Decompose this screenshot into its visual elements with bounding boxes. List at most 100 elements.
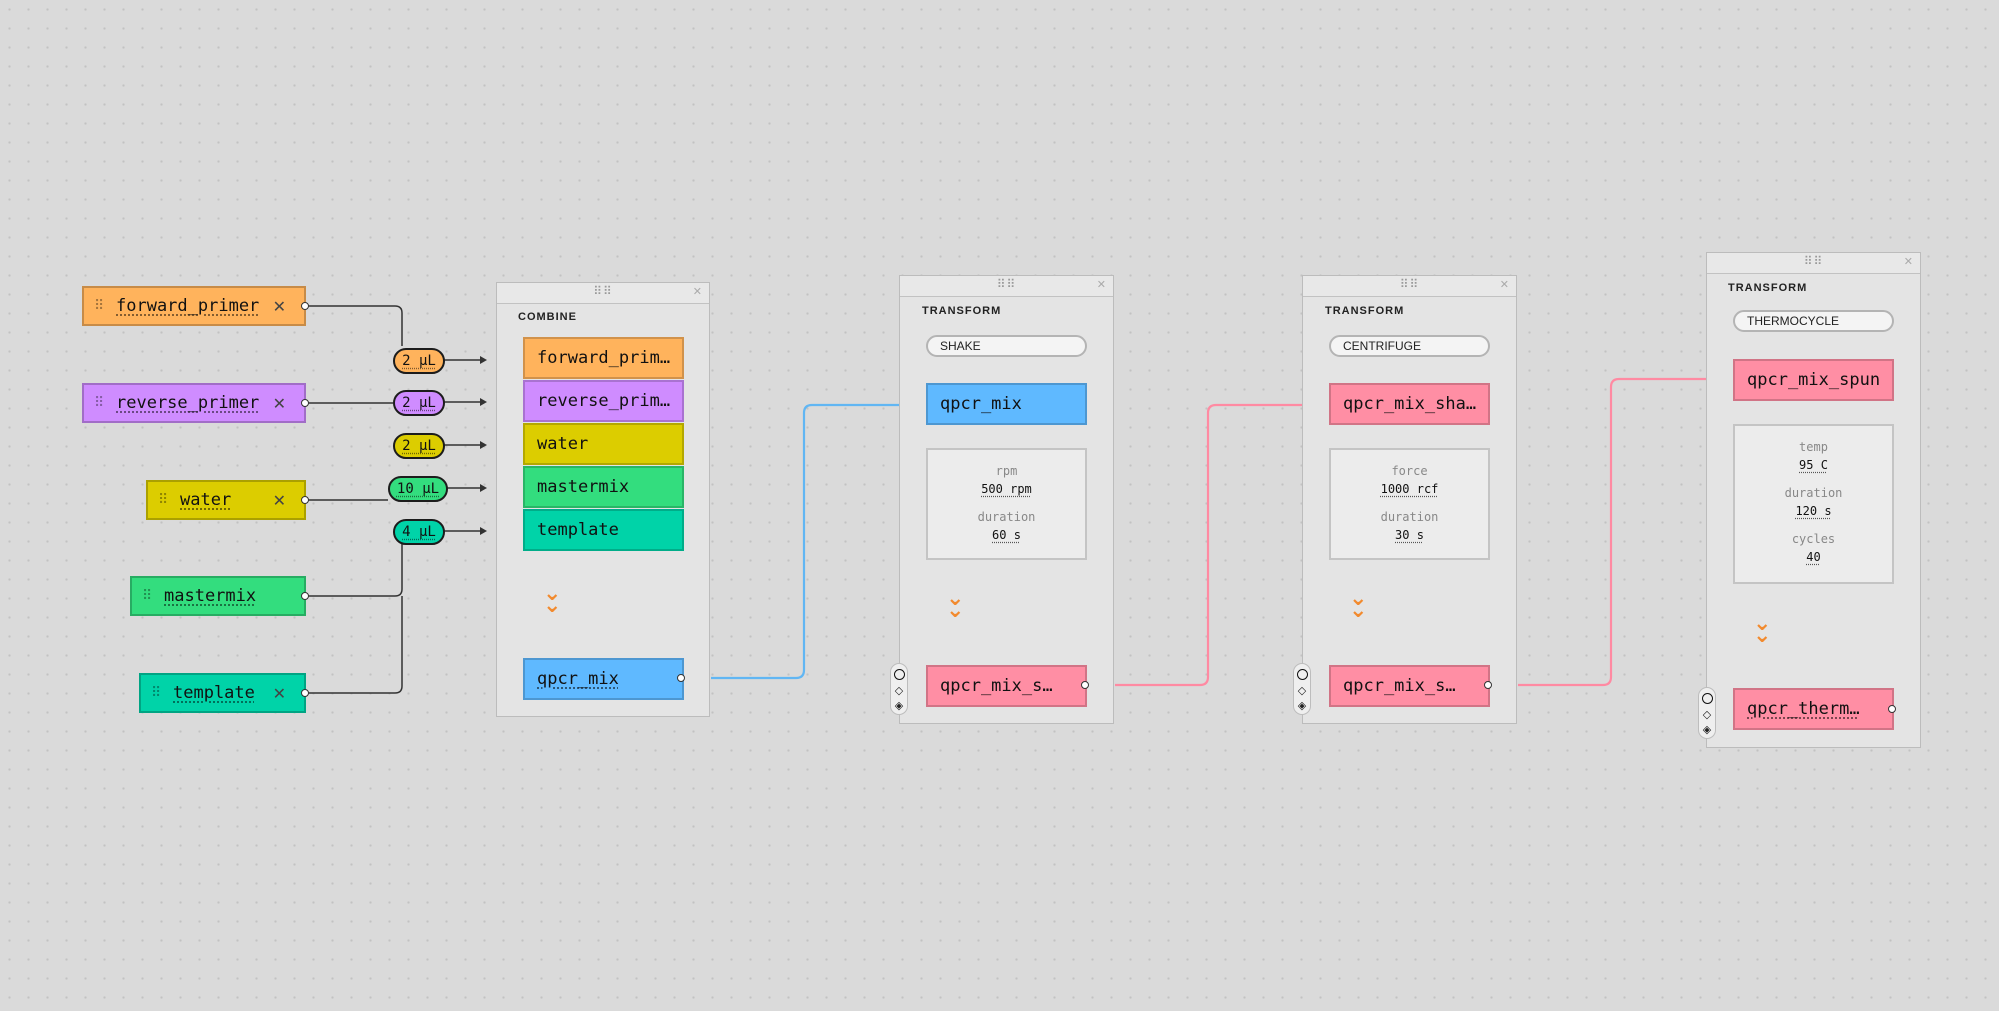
amount-value: 2 µL xyxy=(402,395,436,411)
combine-panel[interactable]: ⠿⠿ ✕ COMBINE forward_prim… reverse_prim…… xyxy=(496,282,710,717)
combine-item-template[interactable]: template xyxy=(523,509,684,551)
operation-selector[interactable]: THERMOCYCLE xyxy=(1733,310,1894,332)
diamond-icon[interactable]: ◇ xyxy=(894,684,904,697)
arrow-icon xyxy=(480,398,487,406)
param-label: temp xyxy=(1799,440,1828,454)
transform-output[interactable]: qpcr_therm… xyxy=(1733,688,1894,730)
ingredient-label[interactable]: template xyxy=(173,683,255,703)
amount-value: 10 µL xyxy=(396,481,440,497)
ingredient-node-water[interactable]: ⠿ water ✕ xyxy=(146,480,306,520)
transform-input[interactable]: qpcr_mix xyxy=(926,383,1087,425)
close-icon[interactable]: ✕ xyxy=(692,285,702,298)
close-icon[interactable]: ✕ xyxy=(1499,278,1509,291)
transform-panel-thermocycle[interactable]: ⠿⠿ ✕ TRANSFORM THERMOCYCLE qpcr_mix_spun… xyxy=(1706,252,1921,748)
combine-output[interactable]: qpcr_mix xyxy=(523,658,684,700)
arrow-icon xyxy=(480,356,487,364)
arrow-icon xyxy=(480,441,487,449)
drag-handle-icon[interactable]: ⠿ xyxy=(158,492,168,508)
drag-handle-icon[interactable]: ⠿⠿ xyxy=(996,277,1017,291)
node-toolbar[interactable]: ◇ ◈ xyxy=(1698,687,1716,739)
diamond-dot-icon[interactable]: ◈ xyxy=(894,699,904,712)
node-toolbar[interactable]: ◇ ◈ xyxy=(1293,663,1311,715)
close-icon[interactable]: ✕ xyxy=(272,683,286,703)
ingredient-label[interactable]: forward_primer xyxy=(116,296,260,316)
ingredient-label[interactable]: water xyxy=(180,490,232,510)
param-value[interactable]: 95 C xyxy=(1799,458,1828,472)
output-label: qpcr_mix xyxy=(537,669,619,689)
param-value[interactable]: 1000 rcf xyxy=(1380,482,1439,496)
drag-handle-icon[interactable]: ⠿⠿ xyxy=(593,284,613,298)
drag-handle-icon[interactable]: ⠿⠿ xyxy=(1803,254,1824,268)
param-value[interactable]: 120 s xyxy=(1795,504,1832,518)
drag-handle-icon[interactable]: ⠿⠿ xyxy=(1399,277,1420,291)
diamond-dot-icon[interactable]: ◈ xyxy=(1702,723,1712,736)
output-port[interactable] xyxy=(677,674,685,682)
transform-input[interactable]: qpcr_mix_spun xyxy=(1733,359,1894,401)
param-value[interactable]: 40 xyxy=(1806,550,1821,564)
param-label: duration xyxy=(977,510,1036,524)
close-icon[interactable]: ✕ xyxy=(272,490,286,510)
output-port[interactable] xyxy=(301,399,309,407)
circle-icon[interactable] xyxy=(1701,693,1713,704)
combine-item-reverse-primer[interactable]: reverse_prim… xyxy=(523,380,684,422)
transform-input[interactable]: qpcr_mix_sha… xyxy=(1329,383,1490,425)
output-port[interactable] xyxy=(301,592,309,600)
ingredient-label[interactable]: mastermix xyxy=(164,586,257,606)
input-label: qpcr_mix_spun xyxy=(1747,370,1881,390)
output-port[interactable] xyxy=(301,302,309,310)
panel-header[interactable]: ⠿⠿ ✕ xyxy=(900,276,1113,297)
output-port[interactable] xyxy=(301,496,309,504)
output-port[interactable] xyxy=(301,689,309,697)
circle-icon[interactable] xyxy=(1296,669,1308,680)
circle-icon[interactable] xyxy=(893,669,905,680)
panel-header[interactable]: ⠿⠿ ✕ xyxy=(1707,253,1920,274)
operation-selector[interactable]: SHAKE xyxy=(926,335,1087,357)
amount-pill-reverse-primer[interactable]: 2 µL xyxy=(393,390,445,416)
ingredient-node-template[interactable]: ⠿ template ✕ xyxy=(139,673,306,713)
param-value[interactable]: 500 rpm xyxy=(981,482,1032,496)
transform-output[interactable]: qpcr_mix_s… xyxy=(1329,665,1490,707)
amount-pill-template[interactable]: 4 µL xyxy=(393,519,445,545)
ingredient-node-forward-primer[interactable]: ⠿ forward_primer ✕ xyxy=(82,286,306,326)
param-value[interactable]: 30 s xyxy=(1395,528,1424,542)
drag-handle-icon[interactable]: ⠿ xyxy=(142,588,152,604)
ingredient-node-mastermix[interactable]: ⠿ mastermix xyxy=(130,576,306,616)
ingredient-node-reverse-primer[interactable]: ⠿ reverse_primer ✕ xyxy=(82,383,306,423)
parameters-box: rpm 500 rpm duration 60 s xyxy=(926,448,1087,560)
amount-value: 2 µL xyxy=(402,438,436,454)
panel-header[interactable]: ⠿⠿ ✕ xyxy=(497,283,709,304)
drag-handle-icon[interactable]: ⠿ xyxy=(151,685,161,701)
item-label: forward_prim… xyxy=(537,348,671,368)
close-icon[interactable]: ✕ xyxy=(1903,255,1913,268)
combine-item-mastermix[interactable]: mastermix xyxy=(523,466,684,508)
output-label: qpcr_mix_s… xyxy=(1343,676,1456,696)
transform-panel-shake[interactable]: ⠿⠿ ✕ TRANSFORM SHAKE qpcr_mix rpm 500 rp… xyxy=(899,275,1114,724)
drag-handle-icon[interactable]: ⠿ xyxy=(94,298,104,314)
operation-selector[interactable]: CENTRIFUGE xyxy=(1329,335,1490,357)
transform-panel-centrifuge[interactable]: ⠿⠿ ✕ TRANSFORM CENTRIFUGE qpcr_mix_sha… … xyxy=(1302,275,1517,724)
combine-item-forward-primer[interactable]: forward_prim… xyxy=(523,337,684,379)
close-icon[interactable]: ✕ xyxy=(272,296,286,316)
param-value[interactable]: 60 s xyxy=(992,528,1021,542)
output-port[interactable] xyxy=(1081,681,1089,689)
drag-handle-icon[interactable]: ⠿ xyxy=(94,395,104,411)
output-port[interactable] xyxy=(1484,681,1492,689)
panel-title: TRANSFORM xyxy=(922,305,1002,317)
diamond-icon[interactable]: ◇ xyxy=(1702,708,1712,721)
node-toolbar[interactable]: ◇ ◈ xyxy=(890,663,908,715)
diamond-dot-icon[interactable]: ◈ xyxy=(1297,699,1307,712)
panel-header[interactable]: ⠿⠿ ✕ xyxy=(1303,276,1516,297)
transform-output[interactable]: qpcr_mix_s… xyxy=(926,665,1087,707)
input-label: qpcr_mix xyxy=(940,394,1022,414)
ingredient-label[interactable]: reverse_primer xyxy=(116,393,260,413)
amount-value: 4 µL xyxy=(402,524,436,540)
close-icon[interactable]: ✕ xyxy=(1096,278,1106,291)
output-port[interactable] xyxy=(1888,705,1896,713)
diamond-icon[interactable]: ◇ xyxy=(1297,684,1307,697)
amount-pill-water[interactable]: 2 µL xyxy=(393,433,445,459)
close-icon[interactable]: ✕ xyxy=(272,393,286,413)
parameters-box: temp 95 C duration 120 s cycles 40 xyxy=(1733,424,1894,584)
combine-item-water[interactable]: water xyxy=(523,423,684,465)
amount-pill-forward-primer[interactable]: 2 µL xyxy=(393,348,445,374)
amount-pill-mastermix[interactable]: 10 µL xyxy=(388,476,448,502)
